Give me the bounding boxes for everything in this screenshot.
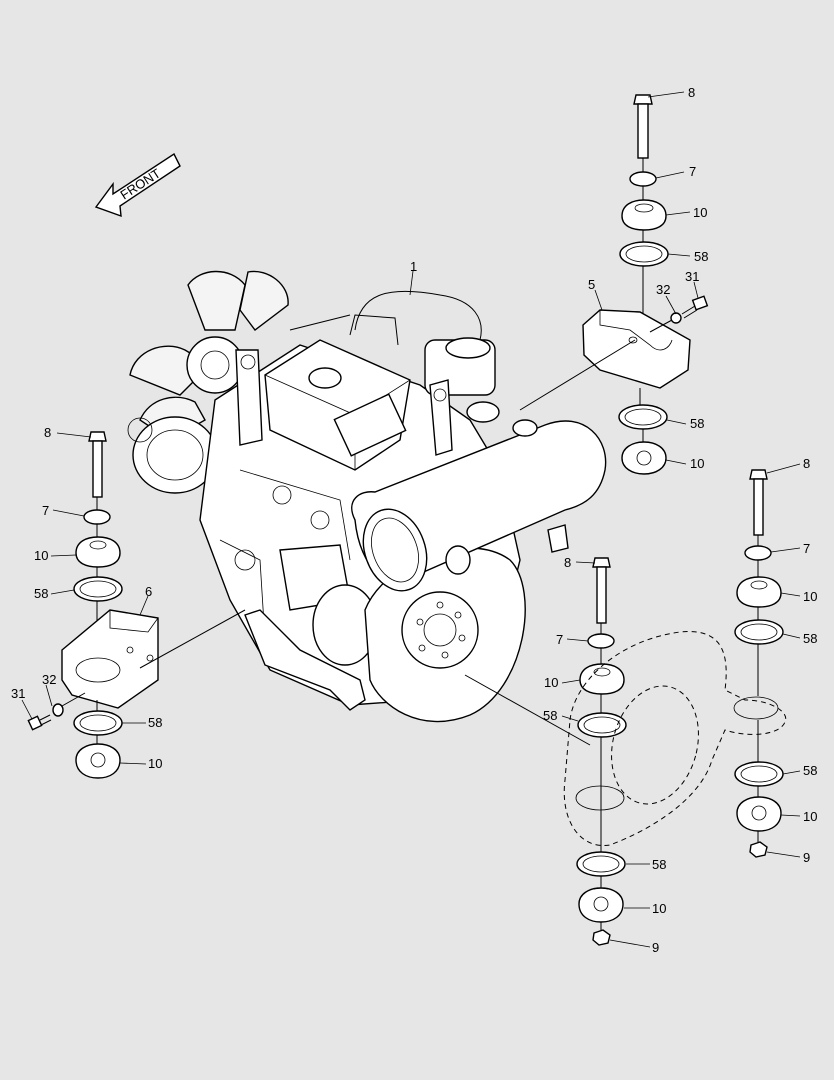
callout-32: 32 — [42, 672, 56, 687]
mount-10b — [621, 441, 667, 475]
callout-58: 58 — [543, 708, 557, 723]
lock-washer-32 — [670, 312, 682, 324]
mount-10 — [621, 199, 667, 231]
front-arrow-label: FRONT — [117, 166, 163, 203]
callout-9: 9 — [652, 940, 659, 955]
callout-8: 8 — [688, 85, 695, 100]
bracket-6 — [61, 609, 159, 709]
callout-7: 7 — [803, 541, 810, 556]
engine-assembly — [127, 270, 607, 723]
callout-58: 58 — [34, 586, 48, 601]
callout-10: 10 — [34, 548, 48, 563]
callout-7: 7 — [556, 632, 563, 647]
callout-1: 1 — [410, 259, 417, 274]
callout-31: 31 — [685, 269, 699, 284]
mount-stack-center — [563, 557, 787, 946]
callout-31: 31 — [11, 686, 25, 701]
bolt-8 — [633, 94, 653, 159]
bracket-5 — [582, 309, 691, 389]
mount-stack-right-top — [582, 94, 709, 475]
callout-10: 10 — [803, 809, 817, 824]
nut-9 — [592, 929, 611, 946]
mount-stack-left — [27, 431, 159, 779]
callout-58: 58 — [652, 857, 666, 872]
front-direction-arrow: FRONT — [94, 152, 181, 218]
callout-leaders — [21, 91, 801, 948]
callout-9: 9 — [803, 850, 810, 865]
callout-6: 6 — [145, 584, 152, 599]
callout-7: 7 — [689, 164, 696, 179]
mount-stack-right — [734, 469, 784, 858]
callout-5: 5 — [588, 277, 595, 292]
callout-10: 10 — [803, 589, 817, 604]
callout-8: 8 — [803, 456, 810, 471]
callout-8: 8 — [44, 425, 51, 440]
callout-58: 58 — [148, 715, 162, 730]
callout-58: 58 — [690, 416, 704, 431]
callout-58: 58 — [803, 631, 817, 646]
callout-8: 8 — [564, 555, 571, 570]
callout-58: 58 — [694, 249, 708, 264]
screw-31 — [681, 295, 709, 319]
callout-7: 7 — [42, 503, 49, 518]
callout-labels: 8 7 10 58 1 5 32 31 58 10 8 7 10 58 6 32… — [11, 85, 817, 955]
callout-10: 10 — [652, 901, 666, 916]
callout-32: 32 — [656, 282, 670, 297]
callout-58: 58 — [803, 763, 817, 778]
callout-10: 10 — [544, 675, 558, 690]
callout-10: 10 — [148, 756, 162, 771]
callout-10: 10 — [693, 205, 707, 220]
callout-10: 10 — [690, 456, 704, 471]
washer-7 — [629, 171, 657, 187]
